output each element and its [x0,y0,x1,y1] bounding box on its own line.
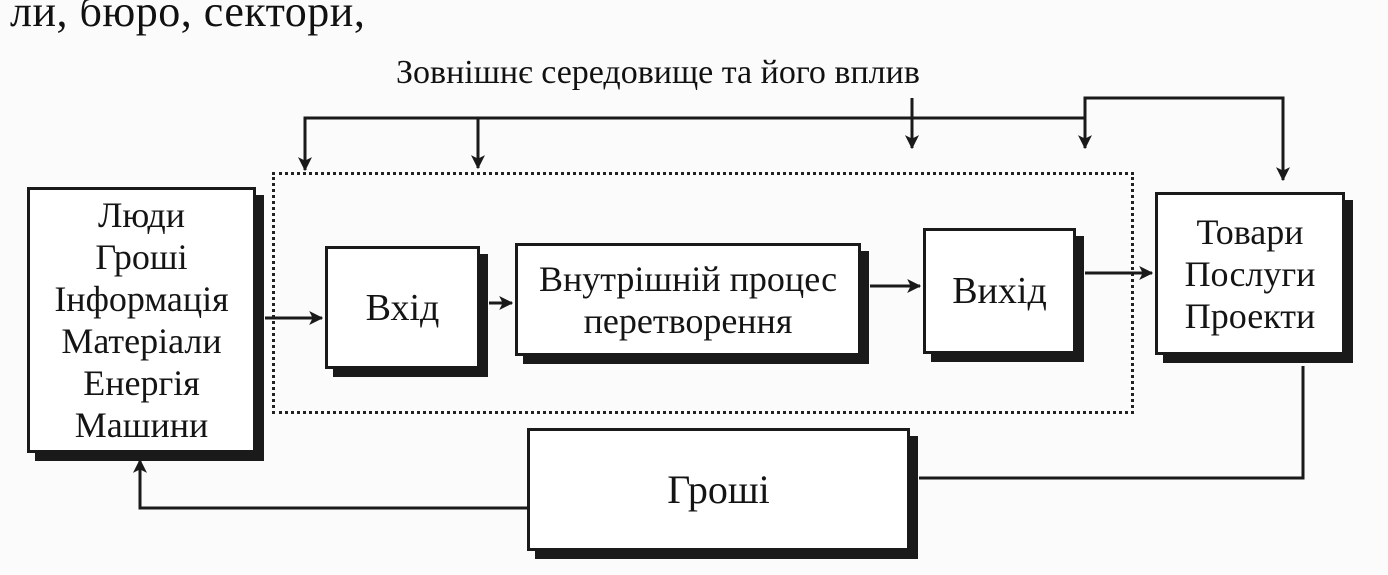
money-label: Гроші [667,466,770,512]
environment-label: Зовнішнє середовище та його вплив [396,54,920,91]
resource-machines: Машини [74,405,209,445]
resource-information: Інформація [54,279,229,319]
output-label: Вихід [952,270,1047,312]
products-box: Товари Послуги Проекти [1155,192,1345,355]
money-to-resources-line [138,468,527,510]
input-label: Вхід [365,286,440,329]
resource-materials: Матеріали [61,321,222,361]
resources-box: Люди Гроші Інформація Матеріали Енергія … [27,187,256,453]
output-box: Вихід [923,228,1076,354]
resource-money: Гроші [95,237,188,277]
resource-people: Люди [97,195,186,235]
resource-energy: Енергія [83,363,200,403]
environment-loop [303,96,1285,170]
product-services: Послуги [1184,253,1316,294]
organization-boundary [272,172,1134,414]
money-box: Гроші [527,428,910,551]
product-projects: Проекти [1184,295,1316,336]
process-label-line-1: Внутрішній процес [538,258,838,299]
top-text-fragment: ли, бюро, сектори, [10,0,366,36]
product-goods: Товари [1196,211,1304,252]
process-label-line-2: перетворення [583,300,793,341]
input-box: Вхід [325,246,480,369]
process-box: Внутрішній процес перетворення [515,243,861,356]
